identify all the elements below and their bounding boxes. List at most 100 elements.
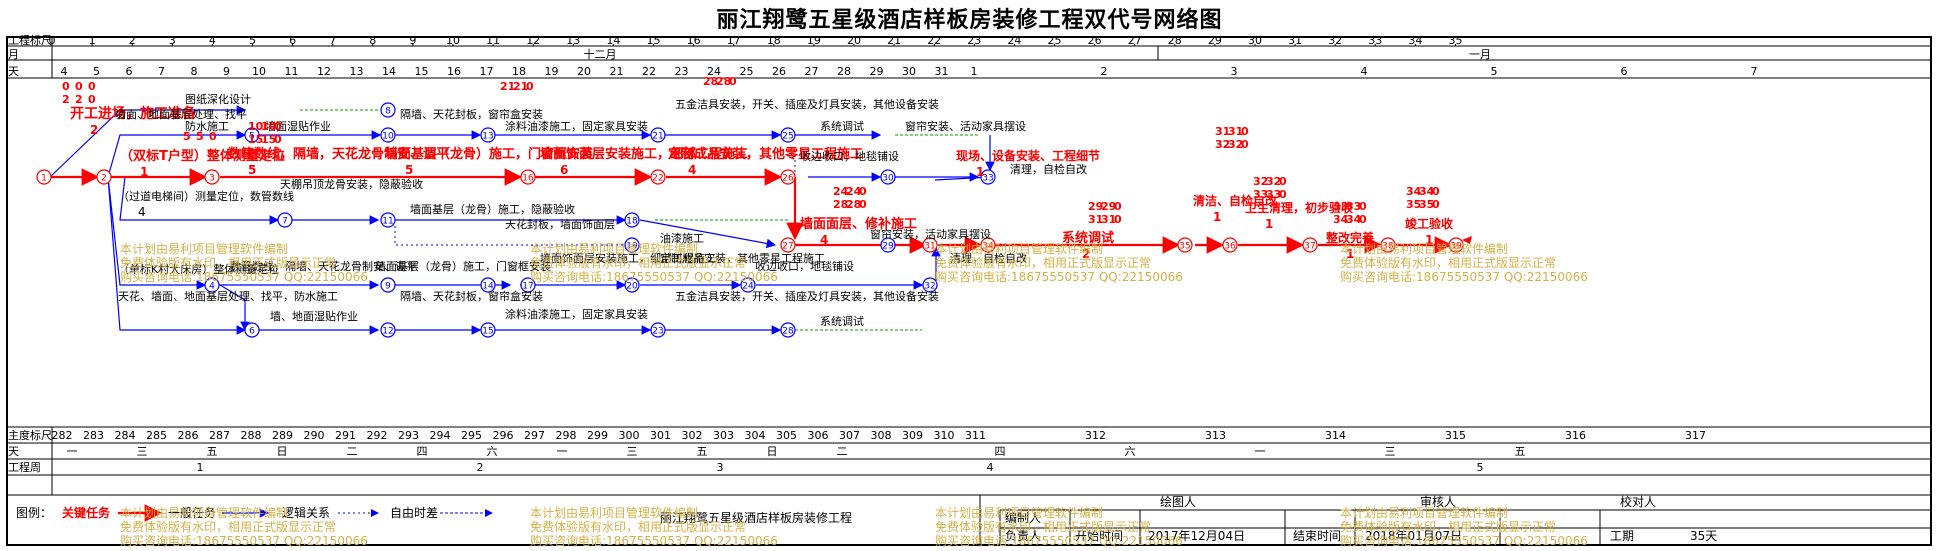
- network-node: [96, 169, 112, 185]
- weekday: 三: [1385, 445, 1396, 458]
- project-scale-mark: 0: [49, 34, 56, 47]
- day-number: 23: [675, 65, 689, 78]
- network-node-label: 31: [924, 242, 935, 252]
- network-node: [480, 127, 496, 143]
- weekday-row: 一三五日二四六一三五日二四六一三五: [67, 445, 1526, 458]
- network-node-label: 20: [626, 282, 638, 292]
- task-label: 整改完善: [1325, 230, 1374, 245]
- time-parameter: 34: [1346, 213, 1362, 226]
- ordinal-day: 303: [713, 429, 734, 442]
- time-parameter: 21: [513, 80, 528, 93]
- project-scale-mark: 22: [927, 34, 941, 47]
- task-duration: 4: [688, 163, 696, 177]
- network-node-label: 17: [522, 282, 533, 292]
- time-parameter: 0: [274, 133, 282, 146]
- network-node: [740, 277, 756, 293]
- weekday: 六: [1125, 445, 1136, 458]
- network-node: [204, 277, 220, 293]
- time-parameter: 31: [1215, 125, 1230, 138]
- network-node: [1302, 237, 1318, 253]
- network-node: [1222, 237, 1238, 253]
- footer-plotter-label: 绘图人: [1160, 494, 1196, 509]
- scale-row-label: 工程周: [8, 461, 41, 474]
- network-node: [624, 237, 640, 253]
- weekday: 日: [767, 445, 778, 458]
- network-node-label: 34: [982, 242, 994, 252]
- network-node-label: 19: [626, 242, 638, 252]
- network-node-label: 10: [382, 132, 394, 142]
- project-scale-mark: 7: [329, 34, 336, 47]
- network-node: [922, 237, 938, 253]
- network-node-label: 29: [882, 242, 894, 252]
- task-label: 定制成品安装，其他零星工程施工: [660, 251, 825, 265]
- day-number: 4: [61, 65, 68, 78]
- time-parameter: 0: [859, 185, 867, 198]
- task-label: 天花、墙面、地面基层处理、找平，防水施工: [118, 289, 338, 303]
- scale-row-label: 月: [8, 48, 19, 61]
- time-parameter: 0: [209, 130, 217, 143]
- project-scale-mark: 3: [169, 34, 176, 47]
- task-label: 图纸深化设计: [185, 92, 251, 106]
- network-node: [922, 277, 938, 293]
- weekday: 一: [67, 445, 78, 458]
- time-parameter: 0: [88, 80, 96, 93]
- day-number: 9: [223, 65, 230, 78]
- project-scale-mark: 20: [847, 34, 861, 47]
- network-node-label: 12: [382, 327, 393, 337]
- network-node: [650, 322, 666, 338]
- week-number: 3: [717, 461, 724, 474]
- network-node: [780, 169, 796, 185]
- footer-proofreader-label: 校对人: [1620, 494, 1656, 509]
- time-parameter: 32: [1228, 138, 1243, 151]
- legend-normal-label: 一般任务: [168, 505, 216, 520]
- network-node-label: 2: [101, 174, 107, 184]
- day-number: 27: [805, 65, 819, 78]
- ordinal-day: 315: [1445, 429, 1466, 442]
- time-parameter: 0: [1432, 185, 1440, 198]
- ordinal-day: 294: [430, 429, 451, 442]
- ordinal-day: 305: [776, 429, 797, 442]
- ordinal-day: 301: [650, 429, 671, 442]
- task-label: 油漆施工: [660, 231, 704, 245]
- time-parameter: 34: [1419, 185, 1435, 198]
- ordinal-day: 304: [745, 429, 766, 442]
- time-parameter: 24: [846, 185, 862, 198]
- ordinal-day: 302: [682, 429, 703, 442]
- time-parameter: 10: [261, 120, 277, 133]
- task-duration: 2: [1082, 247, 1090, 261]
- time-parameter: 0: [1279, 188, 1287, 201]
- task-label: 系统调试: [1062, 230, 1114, 246]
- network-node: [1177, 237, 1193, 253]
- ordinal-day: 295: [461, 429, 482, 442]
- critical-arrows: [50, 168, 1453, 254]
- day-number: 8: [191, 65, 198, 78]
- legend-critical-label: 关键任务: [62, 505, 111, 520]
- network-node-label: 27: [782, 242, 793, 252]
- time-parameter: 0: [1241, 138, 1249, 151]
- task-label: 隔墙、天花封板，窗帘盒安装: [400, 107, 543, 121]
- project-scale-mark: 4: [209, 34, 216, 47]
- day-number: 7: [1751, 65, 1758, 78]
- task-label: 墙面基层（龙骨）施工，门窗框安装: [385, 146, 593, 162]
- ordinal-day: 282: [52, 429, 73, 442]
- project-scale-mark: 6: [289, 34, 296, 47]
- day-number: 31: [935, 65, 949, 78]
- network-node-label: 24: [742, 282, 754, 292]
- task-label: 五金洁具安装，开关、插座及灯具安装，其他设备安装: [675, 289, 939, 303]
- ordinal-day: 300: [619, 429, 640, 442]
- ordinal-day: 287: [209, 429, 230, 442]
- task-label: 清理，自检自改: [1010, 162, 1087, 176]
- weekday: 日: [277, 445, 288, 458]
- task-label: 防水施工: [185, 119, 229, 133]
- day-number: 24: [707, 65, 721, 78]
- diagram-title: 丽江翔鹭五星级酒店样板房装修工程双代号网络图: [716, 7, 1223, 33]
- footer-grid: [6, 426, 1930, 546]
- day-number: 5: [93, 65, 100, 78]
- task-label: （双标T户型）整体测量定位: [120, 148, 285, 164]
- network-node-label: 35: [1179, 242, 1190, 252]
- network-node-label: 38: [1382, 242, 1394, 252]
- project-scale-mark: 29: [1208, 34, 1222, 47]
- time-parameter: 31: [1228, 125, 1243, 138]
- footer-end-value: 2018年01月07日: [1365, 529, 1462, 543]
